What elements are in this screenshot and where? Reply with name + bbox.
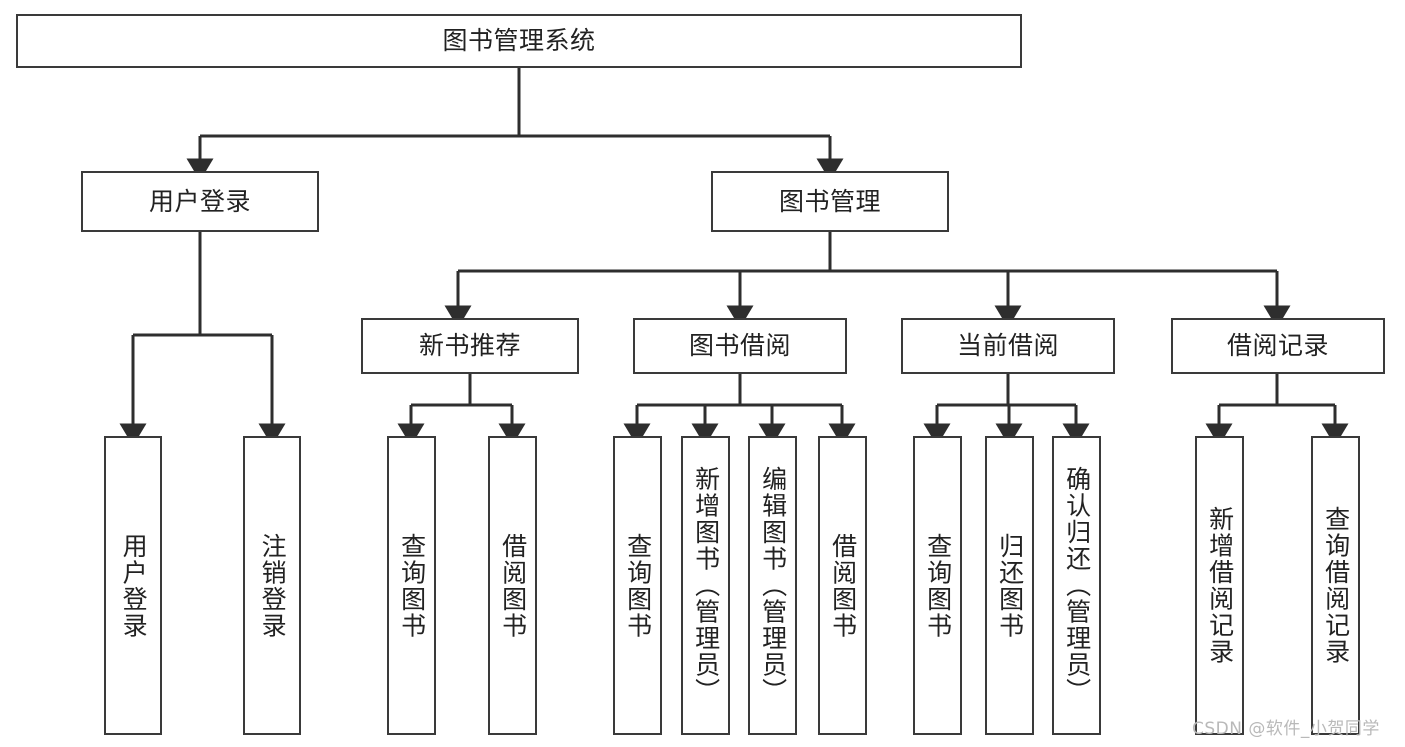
leaf-borrow-query-books[interactable]: 查询图书 xyxy=(613,436,662,735)
node-label: 查询图书 xyxy=(923,532,953,639)
node-label: 用户登录 xyxy=(148,186,251,216)
node-label: 图书管理系统 xyxy=(442,26,596,56)
node-book-borrowing[interactable]: 图书借阅 xyxy=(633,318,847,374)
node-label: 注销登录 xyxy=(258,532,288,639)
node-label: 归还图书 xyxy=(995,532,1025,639)
node-label: 新增借阅记录 xyxy=(1205,506,1235,665)
node-label: 用户登录 xyxy=(119,532,149,639)
node-book-management[interactable]: 图书管理 xyxy=(711,171,949,232)
csdn-watermark: CSDN @软件_小贺同学 xyxy=(1192,719,1380,739)
node-label: 当前借阅 xyxy=(956,331,1059,361)
leaf-records-add-record[interactable]: 新增借阅记录 xyxy=(1195,436,1244,735)
node-label: 查询图书 xyxy=(623,532,653,639)
leaf-borrow-edit-book-admin[interactable]: 编辑图书（管理员） xyxy=(748,436,797,735)
leaf-current-query-books[interactable]: 查询图书 xyxy=(913,436,962,735)
leaf-current-return-books[interactable]: 归还图书 xyxy=(985,436,1034,735)
node-label: 借阅记录 xyxy=(1226,331,1329,361)
node-root-book-management-system[interactable]: 图书管理系统 xyxy=(16,14,1022,68)
node-label: 查询借阅记录 xyxy=(1321,506,1351,665)
node-label: 借阅图书 xyxy=(828,532,858,639)
leaf-records-query-record[interactable]: 查询借阅记录 xyxy=(1311,436,1360,735)
node-user-login[interactable]: 用户登录 xyxy=(81,171,319,232)
leaf-logout-login[interactable]: 注销登录 xyxy=(243,436,301,735)
node-label: 新书推荐 xyxy=(418,331,521,361)
node-label: 编辑图书（管理员） xyxy=(758,466,788,705)
node-label: 图书借阅 xyxy=(688,331,791,361)
leaf-borrow-add-book-admin[interactable]: 新增图书（管理员） xyxy=(681,436,730,735)
node-new-book-recommendation[interactable]: 新书推荐 xyxy=(361,318,579,374)
node-current-borrowing[interactable]: 当前借阅 xyxy=(901,318,1115,374)
node-label: 确认归还（管理员） xyxy=(1062,466,1092,705)
node-borrow-records[interactable]: 借阅记录 xyxy=(1171,318,1385,374)
node-label: 新增图书（管理员） xyxy=(691,466,721,705)
node-label: 借阅图书 xyxy=(498,532,528,639)
node-label: 查询图书 xyxy=(397,532,427,639)
leaf-newbooks-borrow-books[interactable]: 借阅图书 xyxy=(488,436,537,735)
leaf-borrow-borrow-books[interactable]: 借阅图书 xyxy=(818,436,867,735)
node-label: 图书管理 xyxy=(778,186,881,216)
leaf-newbooks-query-books[interactable]: 查询图书 xyxy=(387,436,436,735)
leaf-user-login[interactable]: 用户登录 xyxy=(104,436,162,735)
leaf-current-confirm-return-admin[interactable]: 确认归还（管理员） xyxy=(1052,436,1101,735)
